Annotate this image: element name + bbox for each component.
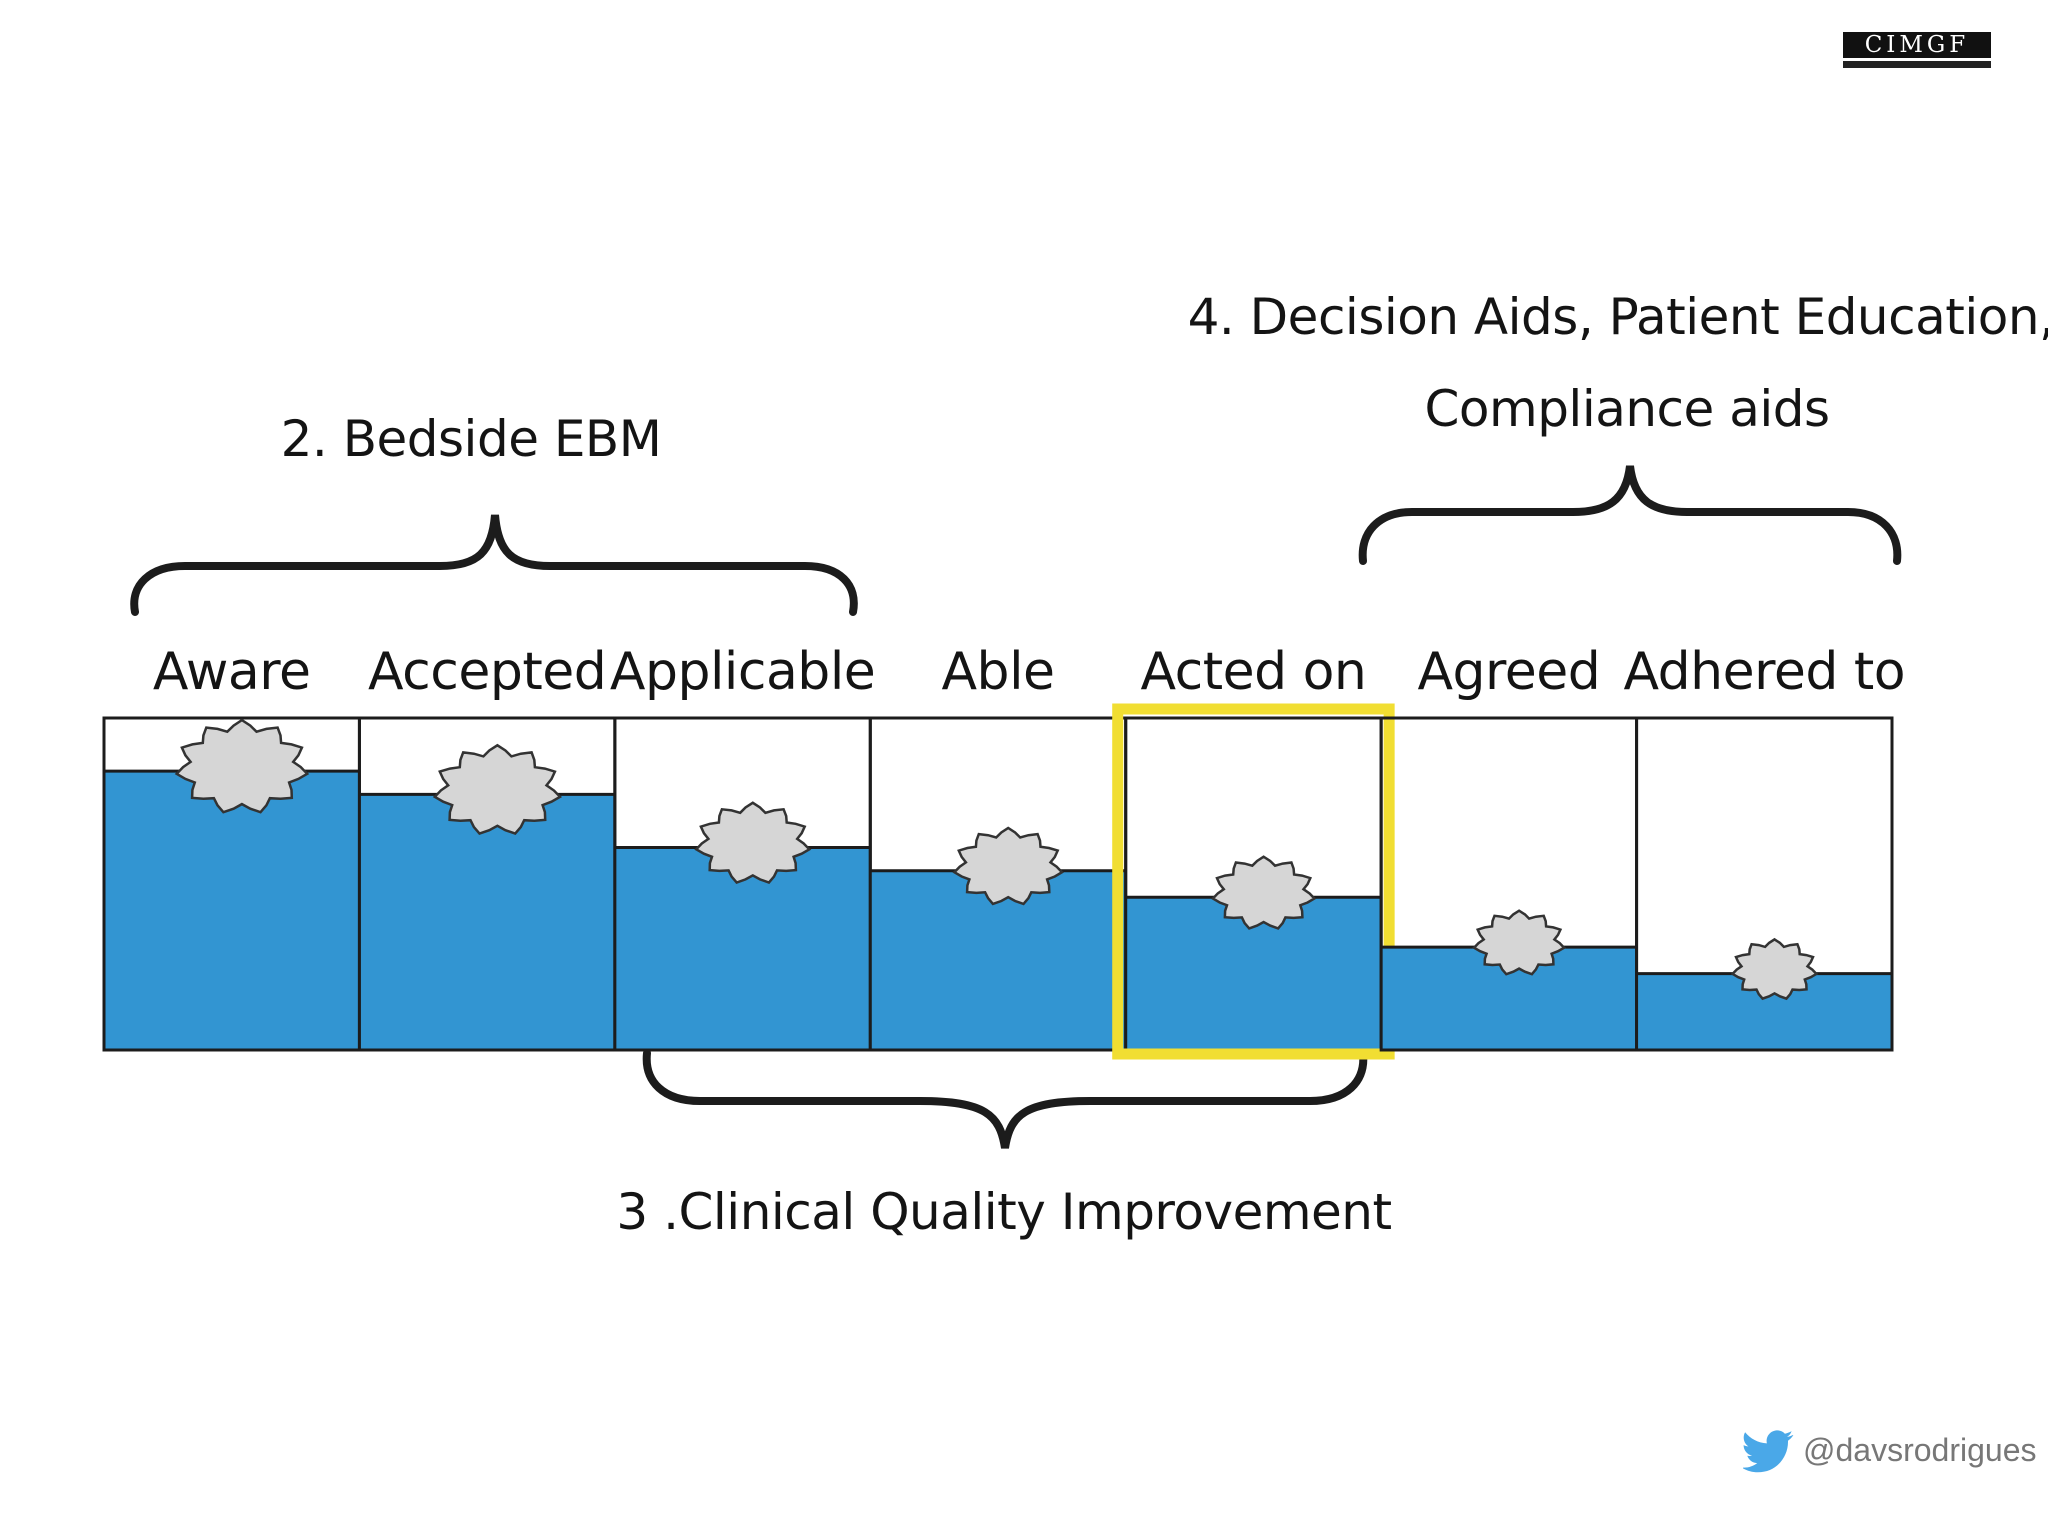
leak-cloud-icon [694,801,812,884]
stage-label-agreed: Agreed [1417,642,1601,702]
leak-cloud-icon [1730,937,1819,1001]
highlight-box-acted-on [1112,703,1395,1060]
stage-label-aware: Aware [152,642,311,702]
twitter-bird-icon [1743,1430,1794,1473]
leak-cloud-icon [1210,855,1317,930]
stage-label-accepted: Accepted [368,642,607,702]
brace-bedside-ebm [130,514,858,616]
group-label-decision-aids-line2: Compliance aids [1424,380,1830,438]
group-label-bedside-ebm: 2. Bedside EBM [280,410,662,468]
stage-label-adhered-to: Adhered to [1623,642,1906,702]
cimgf-logo: CIMGF [1843,32,1991,70]
water-level-aware [104,771,360,1050]
water-level-accepted [359,794,615,1050]
brace-decision-aids [1358,465,1902,565]
leak-cloud-icon [1472,909,1567,976]
stage-label-able: Able [941,642,1055,702]
leak-cloud-icon [174,718,310,814]
stage-box-adhered-to [1635,716,1894,1052]
brace-clinical-quality [642,1049,1368,1149]
leak-cloud-icon [952,826,1064,906]
twitter-handle-text: @davsrodrigues [1803,1432,2037,1468]
group-label-decision-aids-line1: 4. Decision Aids, Patient Education, [1187,288,2048,346]
stage-label-applicable: Applicable [609,642,876,702]
stage-label-acted-on: Acted on [1140,642,1367,702]
group-label-clinical-quality: 3 .Clinical Quality Improvement [616,1183,1392,1241]
leak-cloud-icon [432,743,563,836]
